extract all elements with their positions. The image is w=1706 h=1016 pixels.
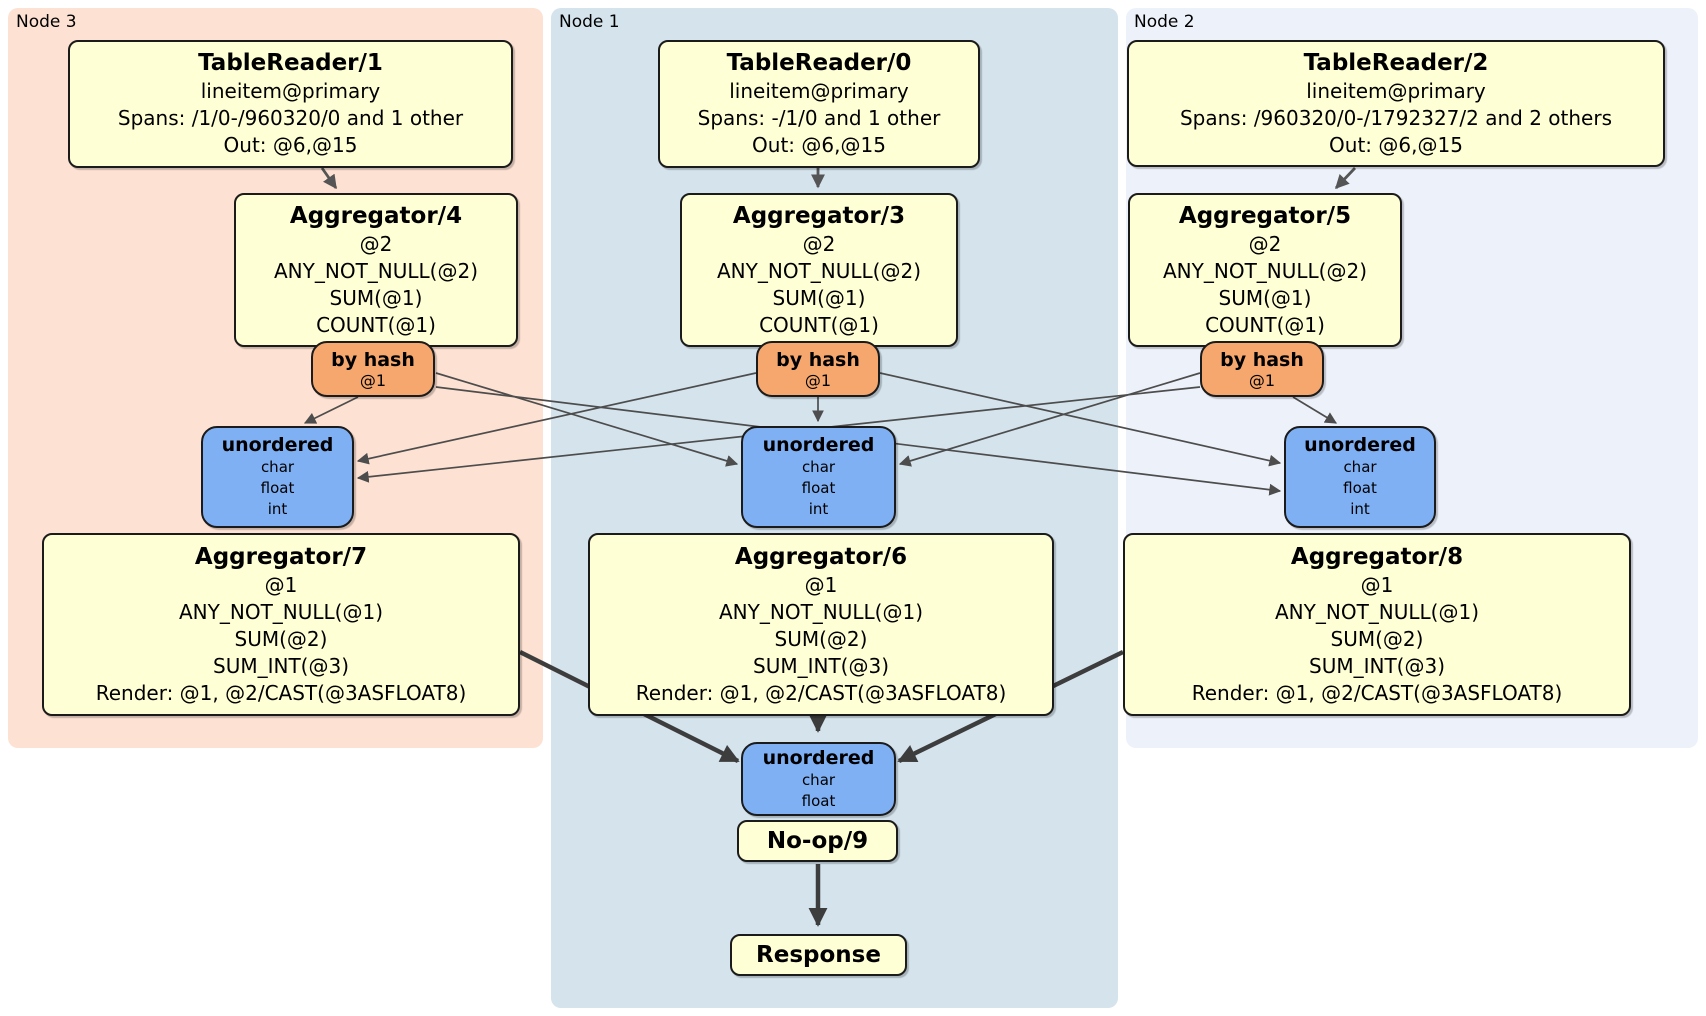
box-detail-line: COUNT(@1): [1205, 312, 1325, 337]
edge-hash-router-node2-to-unordered-sync-node1: [898, 372, 1201, 467]
box-detail-line: SUM(@1): [1218, 285, 1312, 310]
processor-box-no-op-9: No-op/9: [737, 820, 898, 862]
box-detail-line: Out: @6,@15: [752, 133, 886, 157]
box-detail-line: COUNT(@1): [759, 312, 879, 337]
box-detail-line: ANY_NOT_NULL(@2): [717, 258, 921, 283]
box-detail-line: lineitem@primary: [200, 79, 381, 103]
box-title: Aggregator/6: [734, 543, 908, 570]
box-detail-line: @1: [804, 572, 838, 597]
box-detail-line: char: [1343, 458, 1377, 476]
edge-tablereader-2-to-aggregator-5: [1334, 167, 1357, 190]
node-panel-label-node2: Node 2: [1134, 12, 1195, 32]
processor-box-response: Response: [730, 934, 907, 976]
box-detail-line: Spans: /1/0-/960320/0 and 1 other: [117, 106, 464, 130]
sync-box-unordered-sync-node2: unordered char float int: [1284, 426, 1436, 528]
box-title: Aggregator/3: [732, 202, 906, 229]
box-detail-line: ANY_NOT_NULL(@1): [719, 599, 923, 624]
box-detail-line: @1: [804, 370, 832, 390]
box-detail-line: ANY_NOT_NULL(@1): [1275, 599, 1479, 624]
box-detail-line: @2: [802, 231, 836, 256]
edge-hash-router-node1-to-unordered-sync-node3: [356, 372, 757, 465]
box-title: unordered: [762, 746, 875, 769]
box-detail-line: @1: [359, 370, 387, 390]
box-title: unordered: [762, 434, 875, 456]
box-detail-line: lineitem@primary: [1306, 78, 1486, 103]
edge-tablereader-1-to-aggregator-4: [320, 167, 338, 190]
box-title: No-op/9: [766, 827, 869, 854]
edge-hash-router-node3-to-unordered-sync-node1: [435, 372, 739, 467]
box-detail-line: SUM(@2): [234, 626, 328, 651]
box-title: TableReader/1: [198, 50, 383, 76]
box-detail-line: SUM_INT(@3): [213, 653, 349, 678]
box-detail-line: SUM(@1): [329, 285, 423, 310]
box-detail-line: float: [260, 479, 295, 497]
box-detail-line: ANY_NOT_NULL(@1): [179, 599, 383, 624]
box-title: unordered: [221, 434, 334, 456]
box-detail-line: int: [267, 500, 288, 518]
box-detail-line: @2: [1248, 231, 1282, 256]
router-box-hash-router-node3: by hash@1: [311, 341, 435, 397]
box-detail-line: float: [1343, 479, 1377, 497]
box-detail-line: char: [260, 458, 295, 476]
box-detail-line: lineitem@primary: [729, 79, 909, 103]
box-title: TableReader/2: [1303, 49, 1489, 76]
router-box-hash-router-node2: by hash@1: [1200, 341, 1324, 397]
box-detail-line: @1: [1248, 370, 1276, 390]
box-detail-line: char: [801, 770, 836, 789]
box-detail-line: Spans: /960320/0-/1792327/2 and 2 others: [1179, 105, 1612, 130]
box-title: Response: [756, 941, 881, 968]
box-detail-line: float: [801, 479, 836, 497]
box-detail-line: ANY_NOT_NULL(@2): [274, 258, 478, 283]
edge-hash-router-node1-to-unordered-sync-node2: [879, 372, 1282, 467]
box-detail-line: SUM_INT(@3): [753, 653, 889, 678]
box-detail-line: COUNT(@1): [316, 312, 436, 337]
box-detail-line: SUM_INT(@3): [1309, 653, 1445, 678]
box-detail-line: char: [801, 458, 836, 476]
box-detail-line: int: [1350, 500, 1370, 518]
router-box-hash-router-node1: by hash@1: [756, 341, 880, 397]
box-detail-line: @1: [1360, 572, 1394, 597]
box-detail-line: Render: @1, @2/CAST(@3ASFLOAT8): [635, 680, 1007, 705]
box-title: Aggregator/4: [289, 202, 463, 229]
box-title: Aggregator/7: [194, 543, 368, 570]
box-detail-line: SUM(@1): [772, 285, 866, 310]
sync-box-unordered-sync-node1: unordered char float int: [741, 426, 896, 528]
box-detail-line: int: [808, 500, 829, 518]
box-detail-line: @2: [359, 231, 393, 256]
box-title: by hash: [1220, 348, 1304, 371]
box-title: by hash: [331, 348, 415, 371]
box-detail-line: Render: @1, @2/CAST(@3ASFLOAT8): [1191, 680, 1563, 705]
box-detail-line: SUM(@2): [774, 626, 868, 651]
node-panel-label-node1: Node 1: [559, 12, 620, 32]
edge-hash-router-node3-to-unordered-sync-node3: [303, 396, 359, 424]
box-detail-line: Out: @6,@15: [223, 133, 358, 157]
edge-hash-router-node2-to-unordered-sync-node2: [1292, 396, 1338, 424]
box-detail-line: Render: @1, @2/CAST(@3ASFLOAT8): [95, 680, 467, 705]
sync-box-unordered-sync-node3: unordered char float int: [201, 426, 354, 528]
box-detail-line: @1: [264, 572, 298, 597]
box-title: Aggregator/5: [1178, 202, 1352, 229]
box-detail-line: ANY_NOT_NULL(@2): [1163, 258, 1367, 283]
box-detail-line: float: [801, 791, 836, 810]
box-title: Aggregator/8: [1290, 543, 1464, 570]
box-detail-line: Out: @6,@15: [1329, 132, 1463, 157]
box-detail-line: Spans: -/1/0 and 1 other: [697, 106, 941, 130]
box-title: TableReader/0: [726, 50, 912, 76]
box-detail-line: SUM(@2): [1330, 626, 1424, 651]
node-panel-label-node3: Node 3: [16, 12, 77, 32]
box-title: unordered: [1304, 434, 1416, 456]
box-title: by hash: [776, 348, 860, 371]
